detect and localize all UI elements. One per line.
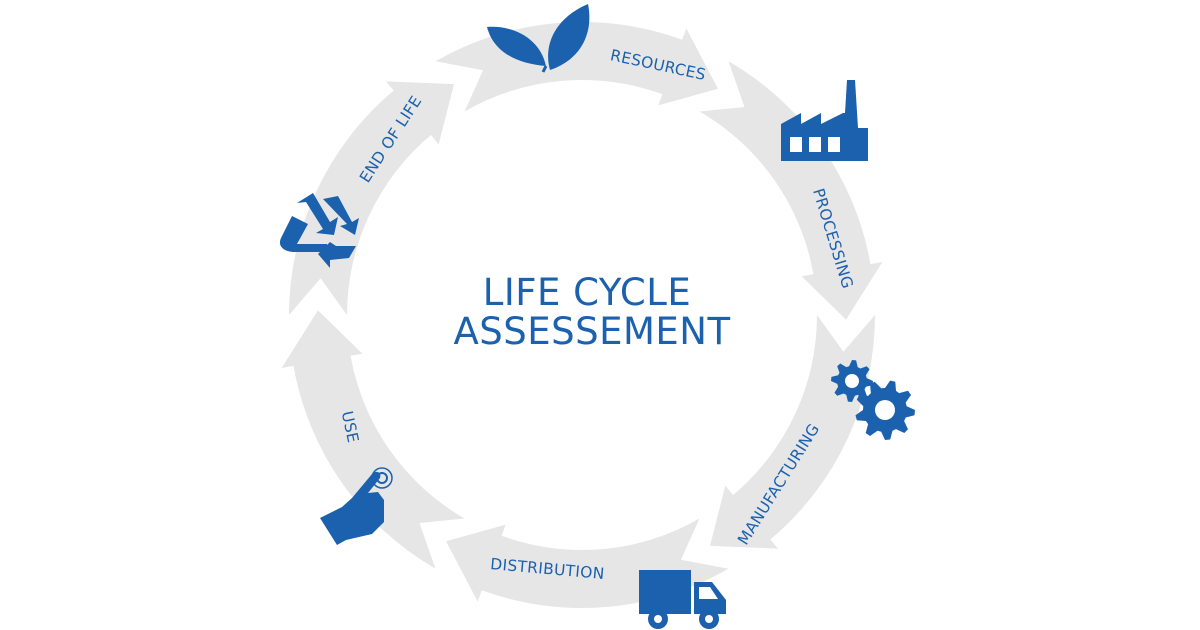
truck-icon — [639, 570, 726, 629]
title-line-1: LIFE CYCLE — [483, 271, 692, 314]
recycle-icon — [279, 193, 359, 268]
ring-arrow-use — [281, 310, 465, 569]
gears-icon — [831, 360, 915, 440]
hand-pointer-icon — [320, 467, 393, 545]
leaves-icon — [487, 4, 590, 73]
large-gear-hole — [875, 400, 895, 420]
factory-icon — [781, 80, 868, 161]
ring-arrow-processing — [699, 61, 883, 320]
ring-arrow-manufacturing — [710, 315, 875, 549]
small-gear-hole — [845, 374, 859, 388]
title-line-2: ASSESSEMENT — [453, 310, 730, 353]
center-title: LIFE CYCLE ASSESSEMENT — [453, 271, 730, 353]
